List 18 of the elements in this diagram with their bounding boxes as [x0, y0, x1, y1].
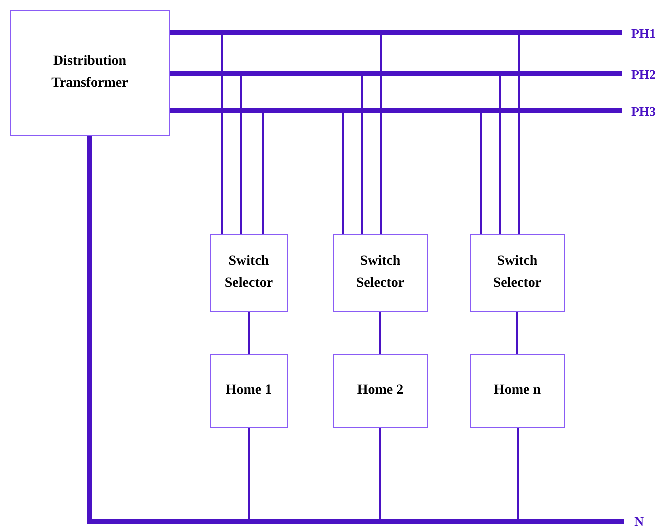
line-label: PH1 — [622, 24, 656, 42]
process-box: Distribution Transformer — [10, 10, 170, 136]
wire — [88, 136, 624, 524]
wire — [248, 312, 250, 354]
process-box: Home 1 — [210, 354, 288, 428]
process-box: Home n — [470, 354, 565, 428]
process-box: Home 2 — [333, 354, 428, 428]
wire — [170, 72, 622, 76]
line-label: N — [624, 513, 644, 529]
wire — [380, 312, 382, 354]
process-box: Switch Selector — [470, 234, 565, 312]
process-box: Switch Selector — [210, 234, 288, 312]
line-label: PH3 — [622, 102, 656, 120]
wire — [170, 30, 622, 36]
wire — [516, 312, 518, 354]
wire — [170, 108, 622, 114]
process-box: Switch Selector — [333, 234, 428, 312]
line-label: PH2 — [622, 65, 656, 83]
